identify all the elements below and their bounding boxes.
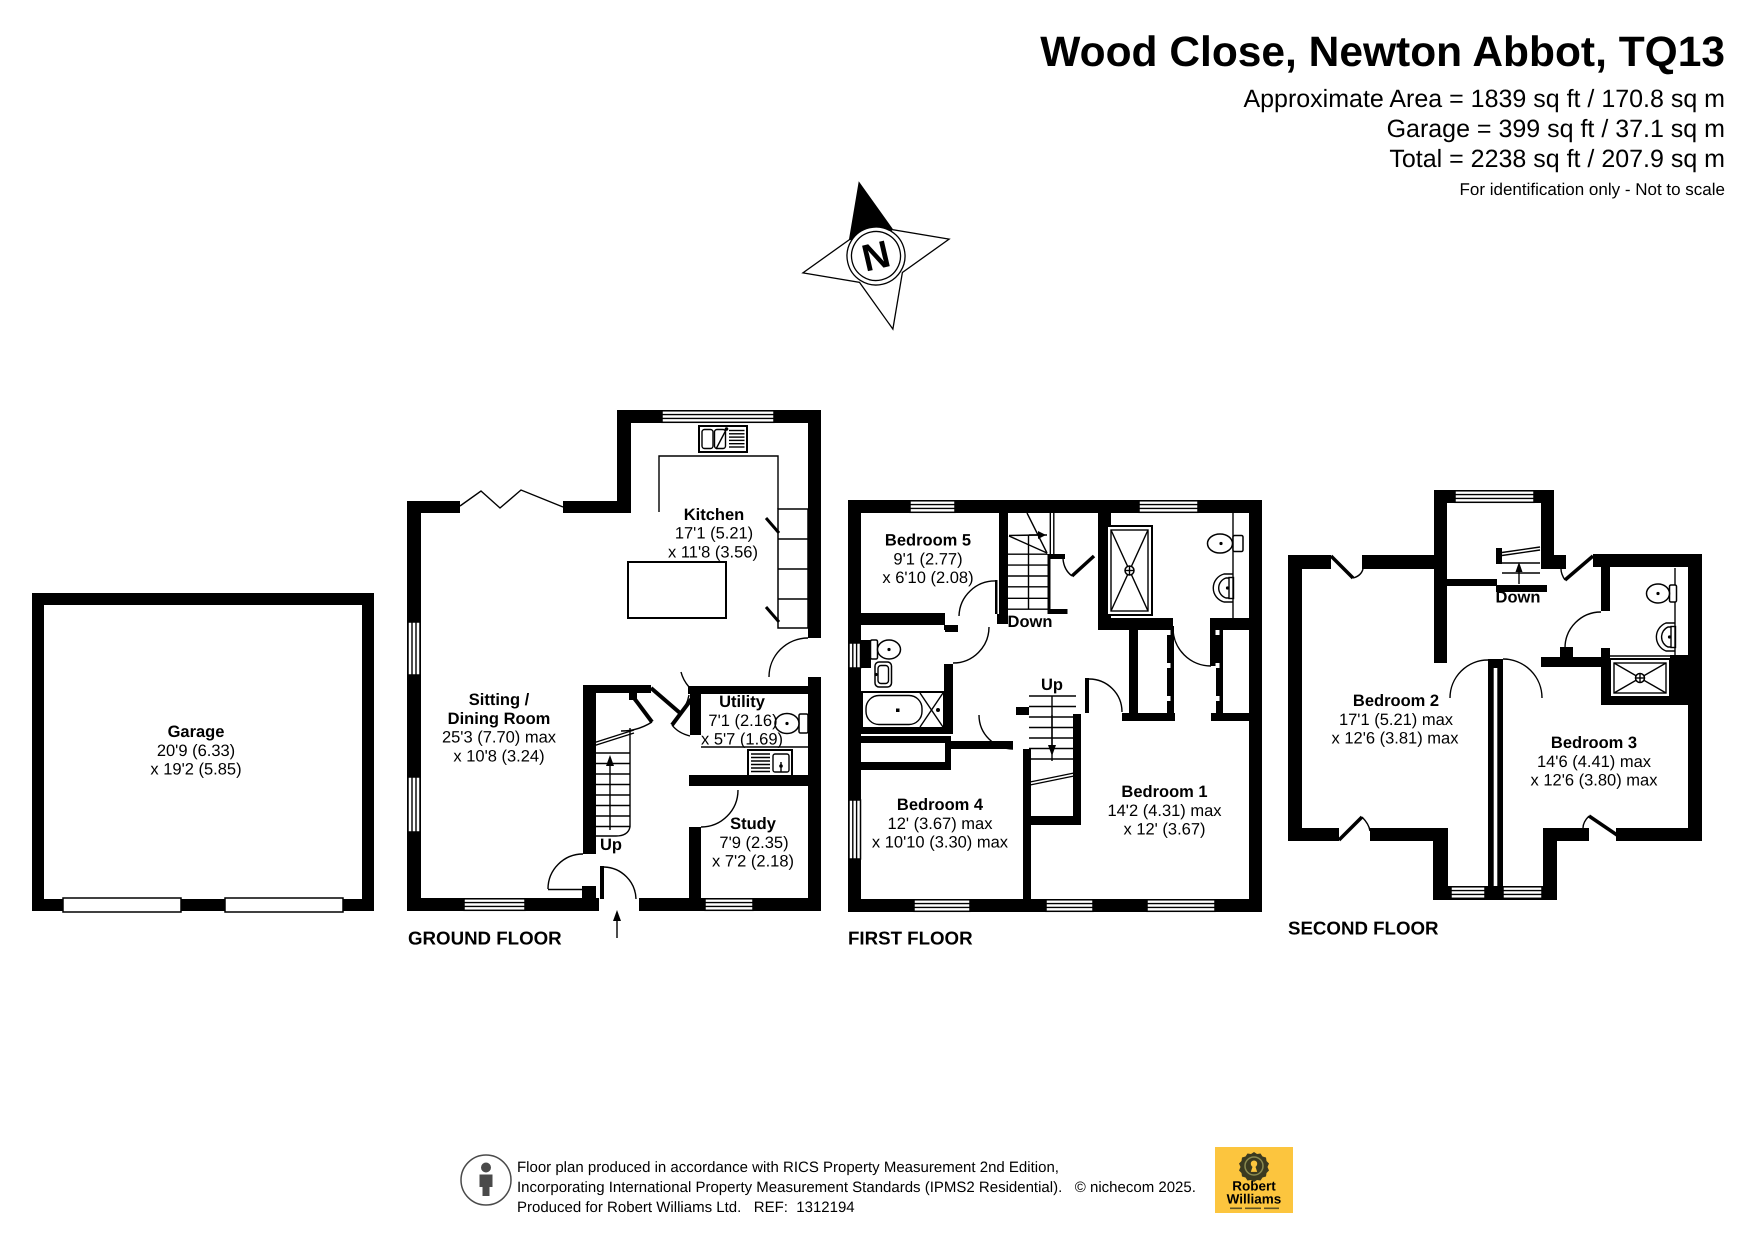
svg-text:Garage = 399 sq ft / 37.1 sq m: Garage = 399 sq ft / 37.1 sq m (1387, 115, 1725, 143)
svg-text:Floor plan produced in accorda: Floor plan produced in accordance with R… (517, 1159, 1059, 1176)
svg-text:Sitting /: Sitting / (469, 691, 530, 709)
svg-text:Total = 2238 sq ft / 207.9 sq: Total = 2238 sq ft / 207.9 sq m (1389, 145, 1725, 173)
svg-text:17'1 (5.21): 17'1 (5.21) (675, 525, 753, 543)
svg-text:Bedroom 2: Bedroom 2 (1353, 692, 1439, 710)
svg-text:x 7'2 (2.18): x 7'2 (2.18) (712, 853, 794, 871)
svg-text:14'6 (4.41) max: 14'6 (4.41) max (1537, 753, 1652, 771)
svg-text:SECOND FLOOR: SECOND FLOOR (1288, 918, 1439, 939)
svg-text:Garage: Garage (168, 723, 225, 741)
svg-text:Dining Room: Dining Room (448, 710, 551, 728)
svg-text:Bedroom 3: Bedroom 3 (1551, 734, 1637, 752)
svg-text:x 11'8 (3.56): x 11'8 (3.56) (668, 543, 758, 561)
svg-text:Up: Up (600, 836, 622, 854)
svg-text:7'1 (2.16): 7'1 (2.16) (708, 712, 777, 730)
svg-text:x 12'6 (3.80) max: x 12'6 (3.80) max (1531, 772, 1659, 790)
svg-text:x 12' (3.67): x 12' (3.67) (1123, 821, 1205, 839)
svg-text:Bedroom 1: Bedroom 1 (1121, 783, 1207, 801)
svg-text:GROUND FLOOR: GROUND FLOOR (408, 928, 562, 949)
svg-text:12' (3.67) max: 12' (3.67) max (888, 815, 994, 833)
svg-text:Produced for Robert Williams L: Produced for Robert Williams Ltd. REF: 1… (517, 1199, 855, 1216)
svg-text:Down: Down (1008, 613, 1053, 631)
svg-text:For identification only - Not: For identification only - Not to scale (1459, 180, 1725, 199)
svg-text:7'9 (2.35): 7'9 (2.35) (719, 834, 788, 852)
svg-text:x 10'8 (3.24): x 10'8 (3.24) (453, 747, 544, 765)
svg-text:x 10'10 (3.30) max: x 10'10 (3.30) max (872, 834, 1009, 852)
svg-text:9'1 (2.77): 9'1 (2.77) (893, 550, 962, 568)
svg-text:x 6'10 (2.08): x 6'10 (2.08) (882, 569, 973, 587)
svg-text:Bedroom 4: Bedroom 4 (897, 796, 984, 814)
svg-text:Robert: Robert (1232, 1179, 1276, 1194)
svg-text:x 5'7 (1.69): x 5'7 (1.69) (701, 731, 783, 749)
svg-text:14'2 (4.31) max: 14'2 (4.31) max (1107, 802, 1222, 820)
svg-text:Incorporating International Pr: Incorporating International Property Mea… (517, 1179, 1196, 1196)
svg-text:Utility: Utility (719, 693, 766, 711)
svg-text:Wood Close, Newton Abbot, TQ13: Wood Close, Newton Abbot, TQ13 (1040, 29, 1725, 76)
svg-text:Down: Down (1496, 589, 1541, 607)
svg-text:x 19'2 (5.85): x 19'2 (5.85) (150, 761, 241, 779)
svg-text:Up: Up (1041, 676, 1063, 694)
svg-text:FIRST FLOOR: FIRST FLOOR (848, 928, 973, 949)
svg-text:25'3 (7.70) max: 25'3 (7.70) max (442, 729, 557, 747)
svg-text:Kitchen: Kitchen (684, 506, 745, 524)
svg-text:Williams: Williams (1227, 1192, 1282, 1207)
svg-text:20'9 (6.33): 20'9 (6.33) (157, 742, 235, 760)
svg-text:Bedroom 5: Bedroom 5 (885, 532, 971, 550)
svg-text:17'1 (5.21) max: 17'1 (5.21) max (1339, 711, 1454, 729)
svg-text:Study: Study (730, 815, 777, 833)
svg-text:x 12'6 (3.81) max: x 12'6 (3.81) max (1332, 730, 1460, 748)
svg-text:Approximate Area = 1839 sq ft: Approximate Area = 1839 sq ft / 170.8 sq… (1243, 85, 1725, 113)
